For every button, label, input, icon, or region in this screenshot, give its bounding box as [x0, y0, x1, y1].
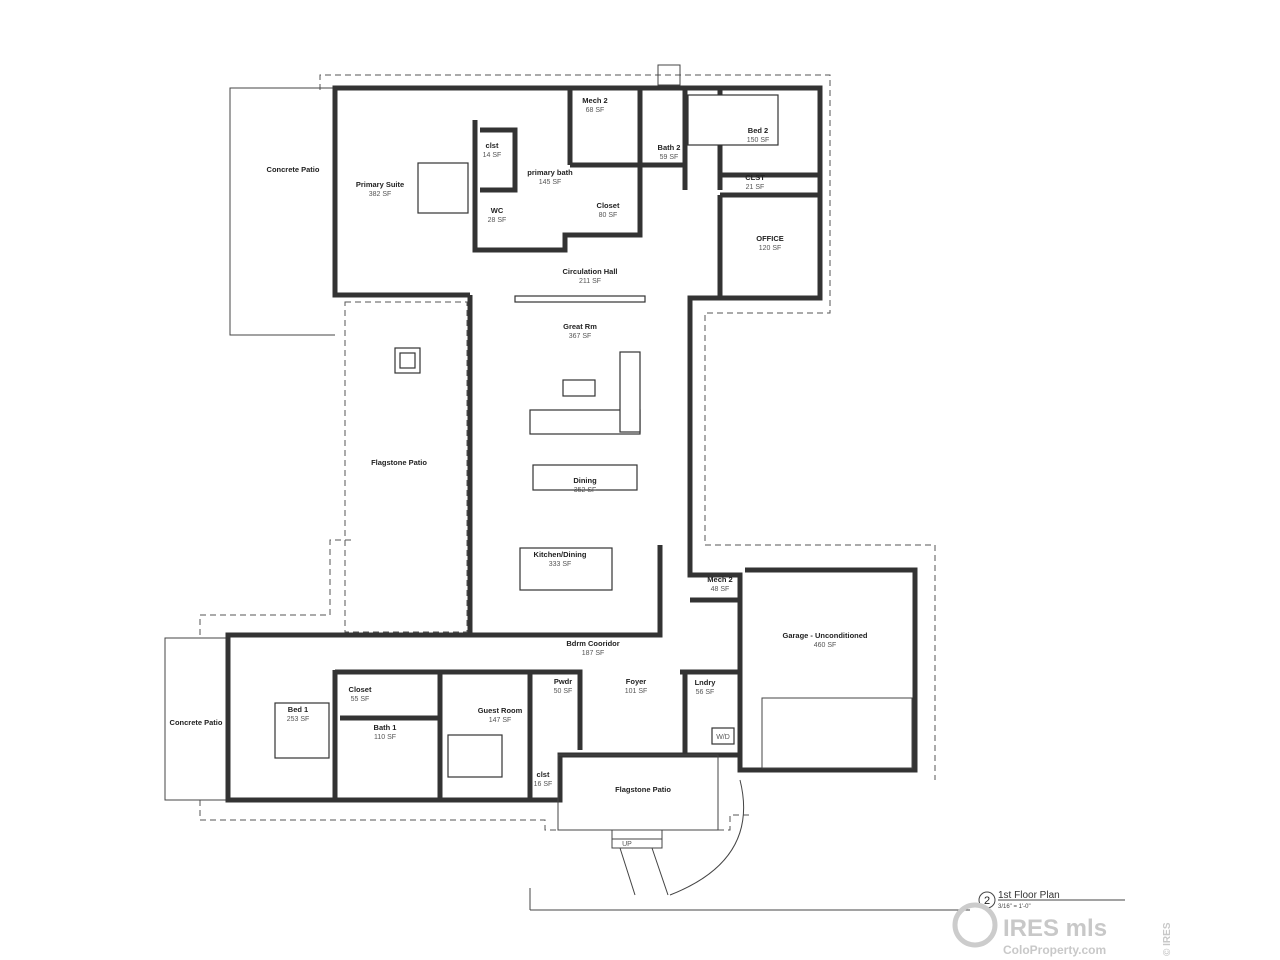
room-area: 147 SF	[489, 717, 512, 724]
plan-scale: 3/16" = 1'-0"	[998, 904, 1031, 910]
room-area: 352 SF	[574, 487, 597, 494]
room-name: Concrete Patio	[170, 718, 223, 727]
room-name: Guest Room	[478, 706, 523, 715]
flagstone-patio-front: UP	[529, 754, 970, 911]
stair-up-label: UP	[622, 841, 632, 848]
room-area: 211 SF	[579, 278, 601, 285]
room-name: Bdrm Cooridor	[566, 639, 619, 648]
room-name: clst	[486, 141, 499, 150]
room-area: 120 SF	[759, 245, 782, 252]
concrete-patio-south	[164, 637, 228, 801]
room-name: Garage - Unconditioned	[782, 631, 867, 640]
ires-watermark: IRES mls ColoProperty.com © IRES	[952, 902, 1173, 957]
watermark-brand: IRES mls	[1003, 915, 1107, 942]
room-name: Closet	[597, 201, 620, 210]
room-name: WC	[491, 206, 504, 215]
room-name: Kitchen/Dining	[534, 550, 587, 559]
room-name: Primary Suite	[356, 180, 404, 189]
room-name: Great Rm	[563, 322, 597, 331]
roof-outline	[199, 64, 936, 831]
concrete-patio-north	[229, 87, 335, 336]
room-name: Closet	[349, 685, 372, 694]
room-area: 16 SF	[534, 781, 553, 788]
room-area: 48 SF	[711, 586, 730, 593]
room-name: Mech 2	[582, 96, 607, 105]
title-block: 2 1st Floor Plan 3/16" = 1'-0"	[978, 890, 1125, 910]
plan-title: 1st Floor Plan	[998, 890, 1060, 901]
room-name: Bath 2	[658, 143, 681, 152]
room-name: clst	[537, 770, 550, 779]
furniture: W/D	[274, 94, 779, 778]
room-name: Mech 2	[707, 575, 732, 584]
room-name: Flagstone Patio	[371, 458, 427, 467]
room-area: 253 SF	[287, 716, 310, 723]
room-name: Lndry	[695, 678, 717, 687]
room-area: 59 SF	[660, 154, 679, 161]
room-area: 56 SF	[696, 689, 715, 696]
room-area: 333 SF	[549, 561, 572, 568]
room-name: Bath 1	[374, 723, 397, 732]
watermark-copyright: © IRES	[1162, 922, 1173, 956]
room-area: 50 SF	[554, 688, 573, 695]
room-area: 150 SF	[747, 137, 770, 144]
room-area: 367 SF	[569, 333, 592, 340]
garage-door	[761, 697, 913, 769]
room-name: Bed 1	[288, 705, 308, 714]
room-name: CLST	[745, 173, 765, 182]
room-name: Concrete Patio	[267, 165, 320, 174]
room-name: Pwdr	[554, 677, 572, 686]
room-area: 101 SF	[625, 688, 648, 695]
room-name: primary bath	[527, 168, 573, 177]
room-name: Bed 2	[748, 126, 768, 135]
room-name: Dining	[573, 476, 597, 485]
room-area: 14 SF	[483, 152, 502, 159]
room-name: OFFICE	[756, 234, 784, 243]
room-name: Foyer	[626, 677, 647, 686]
view-number: 2	[984, 895, 990, 907]
watermark-site: ColoProperty.com	[1003, 943, 1106, 957]
room-name: Flagstone Patio	[615, 785, 671, 794]
room-area: 21 SF	[746, 184, 765, 191]
room-area: 68 SF	[586, 107, 605, 114]
washer-dryer-label: W/D	[716, 734, 730, 741]
room-area: 187 SF	[582, 650, 605, 657]
room-area: 80 SF	[599, 212, 618, 219]
room-name: Circulation Hall	[562, 267, 617, 276]
room-area: 382 SF	[369, 191, 392, 198]
room-area: 145 SF	[539, 179, 562, 186]
room-area: 460 SF	[814, 642, 837, 649]
room-area: 110 SF	[374, 734, 396, 741]
room-area: 28 SF	[488, 217, 507, 224]
room-area: 55 SF	[351, 696, 370, 703]
